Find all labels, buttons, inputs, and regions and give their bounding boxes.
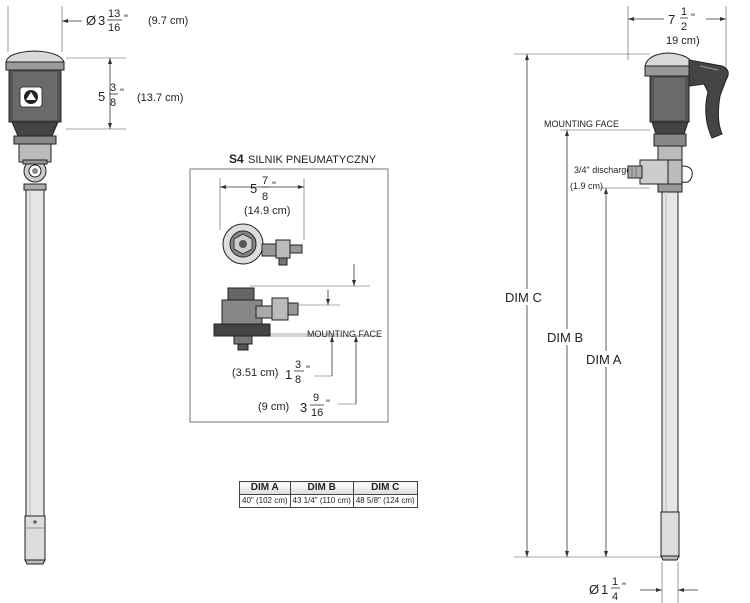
table-header-dim-b: DIM B [289,481,354,495]
inset-width-whole: 5 [250,181,257,196]
tube-diameter-num: 1 [612,576,618,588]
left-pump-front-view: Ø 3 13 16 " (9.7 cm) [5,6,188,565]
right-pump-side-view: 7 1 2 " 19 cm) DIM C DIM B DIM A MOUNTIN… [502,6,729,603]
right-width-inch: " [691,12,695,24]
inset-dim2-whole: 3 [300,400,307,415]
left-diameter-metric: (9.7 cm) [148,15,188,27]
inset-mounting-face: MOUNTING FACE [307,329,382,339]
inset-width-num: 7 [262,175,268,187]
inset-dim2-num: 9 [313,392,319,404]
inset-dim1-metric: (3.51 cm) [232,367,278,379]
right-mounting-face: MOUNTING FACE [544,119,619,129]
tube-diameter-whole: 1 [601,582,608,597]
table-cell-dim-b: 43 1/4" (110 cm) [289,494,354,508]
table-header-dim-a: DIM A [239,481,291,495]
discharge-metric: (1.9 cm) [570,181,603,191]
dim-a-label: DIM A [586,352,622,367]
left-height-num: 3 [110,82,116,94]
left-diameter-symbol: Ø [86,13,96,28]
left-diameter-whole: 3 [98,13,105,28]
dimension-table: DIM A DIM B DIM C 40" (102 cm) 43 1/4" (… [239,481,418,508]
right-width-metric: 19 cm) [666,35,700,47]
inset-dim1-den: 8 [295,374,301,386]
tube-diameter-den: 4 [612,591,618,603]
tube-diameter-symbol: Ø [589,582,599,597]
inset-dim2-den: 16 [311,407,323,419]
left-height-metric: (13.7 cm) [137,92,183,104]
right-width-whole: 7 [668,12,675,27]
left-height-inch: " [120,87,124,99]
table-header-dim-c: DIM C [352,481,418,495]
inset-width-inch: " [272,180,276,192]
inset-dim1-num: 3 [295,359,301,371]
right-width-den: 2 [681,21,687,33]
left-diameter-num: 13 [108,8,120,20]
discharge-label: 3/4" discharge [574,165,631,175]
tube-diameter-inch: " [622,581,626,593]
dim-b-label: DIM B [547,330,583,345]
inset-width-metric: (14.9 cm) [244,205,290,217]
inset-dim1-whole: 1 [285,367,292,382]
inset-title-bold: S4 [229,152,244,166]
dim-c-label: DIM C [505,290,542,305]
left-diameter-inch: " [124,13,128,25]
left-height-whole: 5 [98,89,105,104]
inset-frame [189,168,389,423]
inset-dim2-metric: (9 cm) [258,401,289,413]
table-header-row: DIM A DIM B DIM C [239,481,418,495]
s4-motor-inset: S4 SILNIK PNEUMATYCZNY 5 7 8 " (14.9 cm)… [189,152,389,423]
inset-title-rest: SILNIK PNEUMATYCZNY [248,154,377,166]
left-diameter-den: 16 [108,22,120,34]
table-row: 40" (102 cm) 43 1/4" (110 cm) 48 5/8" (1… [239,494,418,508]
inset-width-den: 8 [262,191,268,203]
inset-dim2-inch: " [326,398,330,410]
right-width-num: 1 [681,6,687,18]
table-cell-dim-c: 48 5/8" (124 cm) [352,494,418,508]
left-height-den: 8 [110,97,116,109]
table-cell-dim-a: 40" (102 cm) [239,494,291,508]
inset-dim1-inch: " [306,364,310,376]
